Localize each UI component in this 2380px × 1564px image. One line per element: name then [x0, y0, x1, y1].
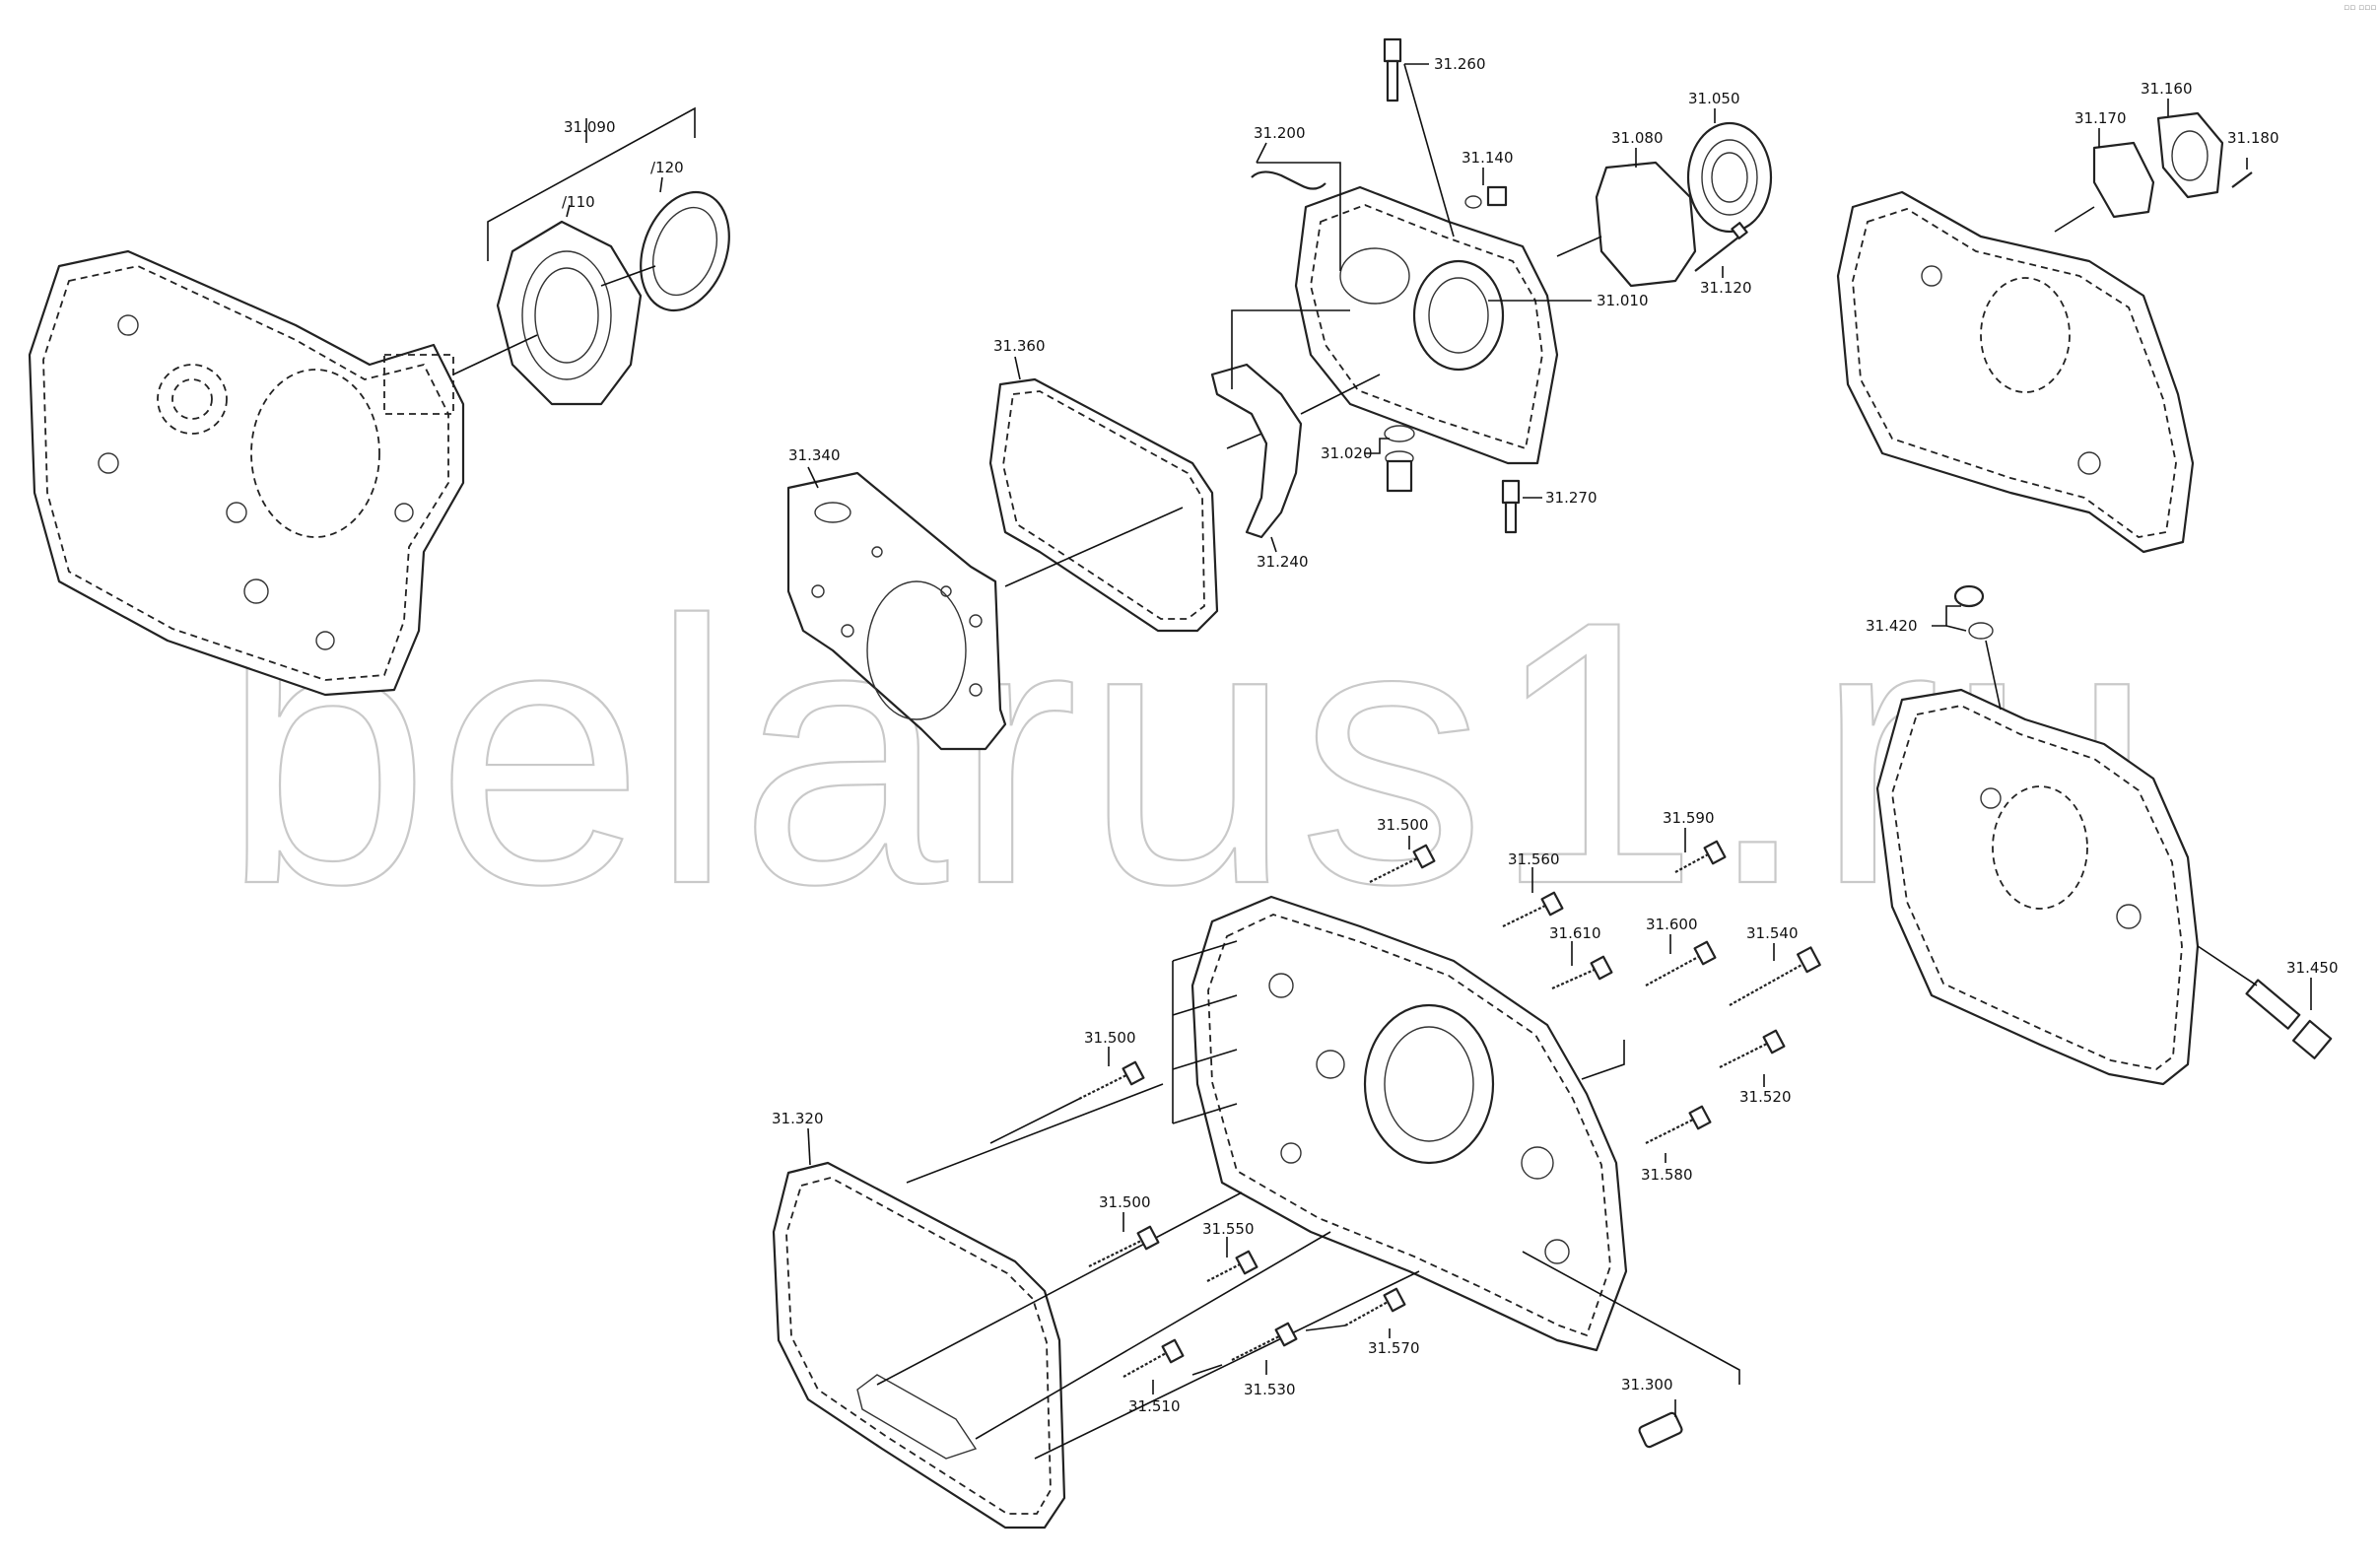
- gasket-31360: [988, 377, 1219, 633]
- bolt-31270: [1501, 479, 1521, 534]
- bolt-31580: [1645, 1105, 1712, 1144]
- bolt-31590: [1674, 840, 1727, 873]
- pin-31300: [1638, 1411, 1683, 1449]
- bolt-31600: [1645, 940, 1717, 986]
- bolt-31510: [1122, 1338, 1185, 1378]
- gasket-31080: [1595, 161, 1697, 288]
- callout-31240: 31.240: [1257, 553, 1309, 571]
- callout-31610: 31.610: [1549, 924, 1601, 942]
- callout-31200: 31.200: [1254, 124, 1306, 142]
- callout-31500-mid: 31.500: [1084, 1029, 1136, 1047]
- bolt-31560: [1502, 891, 1564, 927]
- left-housing: [28, 249, 465, 697]
- callout-31500-low: 31.500: [1099, 1193, 1151, 1211]
- bolt-31610: [1551, 955, 1613, 990]
- tube-31200: [1251, 170, 1326, 190]
- gasket-31320: [772, 1161, 1066, 1530]
- callout-31510: 31.510: [1128, 1397, 1181, 1415]
- gasket-31170: [2092, 141, 2155, 219]
- right-bottom-housing: [1875, 688, 2200, 1086]
- callout-31520: 31.520: [1739, 1088, 1792, 1106]
- gasket-31340: [786, 471, 1007, 751]
- cover-31010: [1294, 185, 1559, 465]
- callout-110: /110: [562, 193, 595, 211]
- callout-31260: 31.260: [1434, 55, 1486, 73]
- callout-31420: 31.420: [1866, 617, 1918, 635]
- seal-120: [640, 190, 730, 312]
- sensor-31450: [2245, 979, 2333, 1059]
- plug-31420: [1953, 584, 1994, 640]
- screw-31180: [2231, 171, 2253, 188]
- callout-31560: 31.560: [1508, 850, 1560, 868]
- callout-31600: 31.600: [1646, 916, 1698, 933]
- callout-120: /120: [650, 159, 684, 176]
- callout-31500-top: 31.500: [1377, 816, 1429, 834]
- callout-31360: 31.360: [993, 337, 1046, 355]
- plug-31140: [1464, 185, 1508, 209]
- flange-110: [496, 220, 643, 406]
- bolt-31530: [1231, 1322, 1298, 1361]
- bolt-31260: [1383, 37, 1402, 102]
- callout-31270: 31.270: [1545, 489, 1598, 507]
- bearing-31050: [1686, 121, 1773, 234]
- bolt-31540: [1729, 946, 1821, 1006]
- callout-31140: 31.140: [1462, 149, 1514, 167]
- callout-31450: 31.450: [2286, 959, 2339, 977]
- callout-31590: 31.590: [1663, 809, 1715, 827]
- corner-mark: ▫▫ ▫▫▫: [2344, 3, 2376, 13]
- callout-31020: 31.020: [1321, 444, 1373, 462]
- callout-31120: 31.120: [1700, 279, 1752, 297]
- bolt-31500-top: [1369, 844, 1436, 883]
- bolt-31500-low: [1088, 1225, 1160, 1267]
- callout-31180: 31.180: [2227, 129, 2279, 147]
- bolt-31500-mid: [1078, 1060, 1145, 1100]
- callout-31530: 31.530: [1244, 1381, 1296, 1398]
- callout-31300: 31.300: [1621, 1376, 1673, 1394]
- bolt-31550: [1206, 1250, 1258, 1282]
- callout-31010: 31.010: [1597, 292, 1649, 309]
- callout-31340: 31.340: [788, 446, 841, 464]
- cover-31160: [2156, 111, 2224, 199]
- callout-31550: 31.550: [1202, 1220, 1255, 1238]
- callout-31170: 31.170: [2074, 109, 2127, 127]
- callout-31050: 31.050: [1688, 90, 1740, 107]
- bolt-31570: [1344, 1287, 1406, 1326]
- callout-31080: 31.080: [1611, 129, 1664, 147]
- callout-31320: 31.320: [772, 1110, 824, 1127]
- callout-31580: 31.580: [1641, 1166, 1693, 1184]
- fork-31240: [1210, 363, 1303, 539]
- callout-31570: 31.570: [1368, 1339, 1420, 1357]
- right-top-housing: [1836, 190, 2195, 554]
- callout-31160: 31.160: [2141, 80, 2193, 98]
- screw-31120: [1694, 222, 1748, 272]
- callout-31090: 31.090: [564, 118, 616, 136]
- callout-31540: 31.540: [1746, 924, 1799, 942]
- bolt-31520: [1719, 1029, 1786, 1068]
- fitting-31020: [1384, 425, 1415, 493]
- center-bottom-housing: [1190, 895, 1628, 1352]
